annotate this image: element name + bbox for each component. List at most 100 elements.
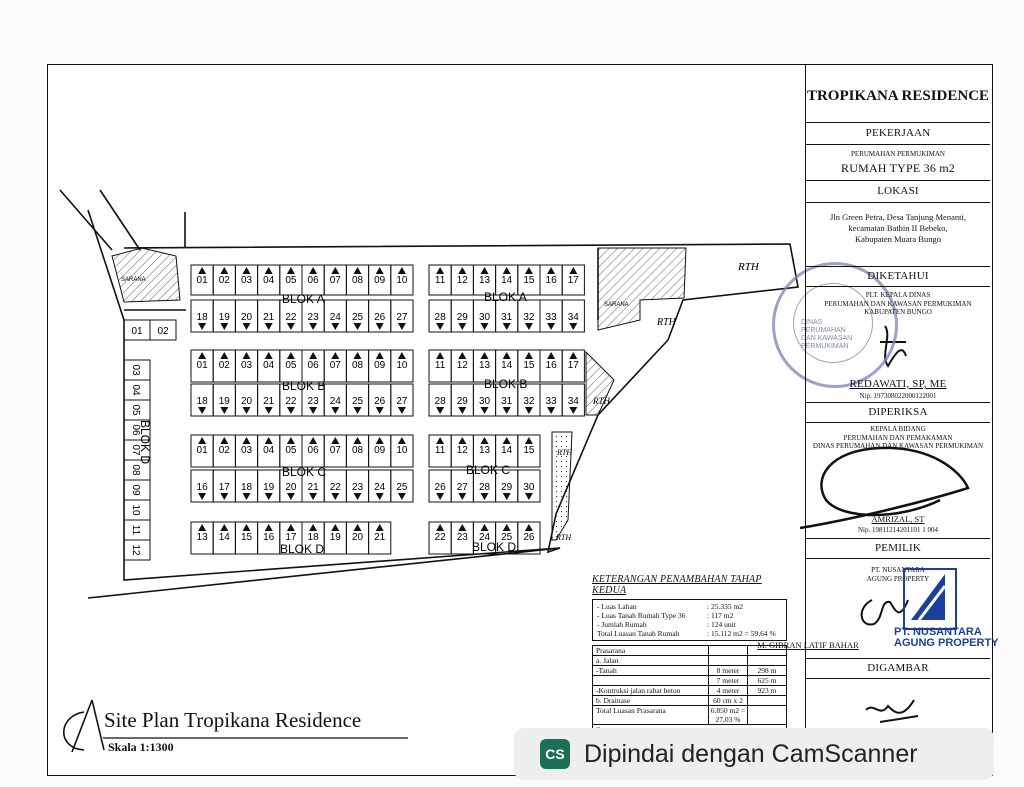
diketahui-nip: Nip. 197308022000122001: [859, 392, 937, 400]
lot-number: 30: [479, 312, 491, 323]
lot-number: 19: [219, 396, 231, 407]
summary-value: : 124 unit: [707, 620, 736, 629]
diketahui-org-2: PERUMAHAN DAN KAWASAN PERMUKIMAN: [824, 299, 972, 308]
lot-number: 29: [457, 312, 469, 323]
lot-entry-arrow: [375, 323, 384, 330]
divider: [806, 122, 990, 123]
lot-entry-arrow: [397, 323, 406, 330]
lot-entry-arrow: [220, 493, 229, 500]
lot-number: 16: [546, 360, 558, 371]
lot-entry-arrow: [220, 352, 229, 359]
lot-entry-arrow: [524, 352, 533, 359]
camscanner-text: Dipindai dengan CamScanner: [584, 739, 918, 768]
divider: [806, 422, 990, 423]
lot-number: 04: [263, 275, 275, 286]
lot-entry-arrow: [309, 352, 318, 359]
prasarana-cell-a: [593, 676, 708, 685]
lot-entry-arrow: [309, 267, 318, 274]
label-blok-c-right: BLOK C: [466, 463, 510, 477]
lot-entry-arrow: [198, 437, 207, 444]
label-rth-4: RTH: [556, 448, 573, 457]
sarana-area-right: [597, 247, 687, 331]
diperiksa-org-2: PERUMAHAN DAN PEMAKAMAN: [843, 433, 953, 442]
lot-number: 26: [523, 532, 535, 543]
lot-entry-arrow: [353, 267, 362, 274]
prasarana-cell-b: 7 meter: [708, 676, 747, 685]
lot-entry-arrow: [458, 437, 467, 444]
camscanner-watermark: CS Dipindai dengan CamScanner: [514, 728, 994, 780]
lot-number: 13: [479, 275, 491, 286]
pemilik-org-1: PT. NUSANTARA: [871, 566, 925, 574]
lot-entry-arrow: [353, 352, 362, 359]
lot-number: 02: [219, 445, 231, 456]
lot-entry-arrow: [502, 323, 511, 330]
label-blok-d-side: BLOK D: [138, 420, 152, 464]
lot-number: 07: [330, 445, 342, 456]
lot-number: 09: [374, 360, 386, 371]
lot-entry-arrow: [264, 493, 273, 500]
lot-number: 13: [197, 532, 209, 543]
lot-entry-arrow: [458, 267, 467, 274]
lot-entry-arrow: [220, 323, 229, 330]
lot-number: 01: [197, 275, 209, 286]
lot-entry-arrow: [309, 493, 318, 500]
lot-entry-arrow: [198, 352, 207, 359]
lot-34: [561, 383, 585, 417]
prasarana-cell-c: [747, 646, 786, 655]
prasarana-cell-a: -Tanah: [596, 666, 617, 675]
lot-number: 16: [197, 482, 209, 493]
lot-number: 08: [352, 275, 364, 286]
lot-entry-arrow: [436, 437, 445, 444]
lot-number: 02: [219, 360, 231, 371]
prasarana-cell-a: Prasarana: [596, 646, 626, 655]
prasarana-cell-b: 8 meter: [708, 666, 747, 675]
lot-number: 28: [479, 482, 491, 493]
lot-number: 10: [130, 504, 141, 516]
lot-entry-arrow: [220, 524, 229, 531]
label-blok-d-right: BLOK D: [472, 540, 516, 554]
lot-number: 15: [241, 532, 253, 543]
lot-number: 09: [130, 484, 141, 496]
lot-entry-arrow: [436, 267, 445, 274]
camscanner-logo-icon: CS: [540, 739, 570, 769]
lot-entry-arrow: [375, 524, 384, 531]
sarana-dots: [551, 431, 573, 541]
lot-entry-arrow: [198, 267, 207, 274]
lot-number: 01: [197, 360, 209, 371]
lot-entry-arrow: [331, 493, 340, 500]
lot-entry-arrow: [242, 267, 251, 274]
summary-label: - Luas Tanah Rumah Type 36: [597, 611, 686, 620]
lot-entry-arrow: [286, 407, 295, 414]
lot-entry-arrow: [331, 524, 340, 531]
lokasi-line-3: Kabupaten Muara Bungo: [855, 234, 941, 244]
lot-entry-arrow: [480, 524, 489, 531]
lot-entry-arrow: [569, 407, 578, 414]
lot-number: 21: [374, 532, 386, 543]
lot-number: 10: [396, 445, 408, 456]
lot-entry-arrow: [436, 323, 445, 330]
lot-entry-arrow: [264, 323, 273, 330]
pemilik-label: PEMILIK: [874, 542, 921, 554]
lot-number: 09: [374, 445, 386, 456]
lot-entry-arrow: [480, 493, 489, 500]
lot-entry-arrow: [458, 407, 467, 414]
divider: [806, 180, 990, 181]
lot-entry-arrow: [569, 267, 578, 274]
lot-entry-arrow: [220, 407, 229, 414]
lot-entry-arrow: [375, 267, 384, 274]
summary-row: - Luas Lahan: 25.335 m2: [597, 602, 782, 611]
lot-number: 34: [568, 396, 580, 407]
lot-entry-arrow: [524, 407, 533, 414]
lot-number: 21: [308, 482, 320, 493]
lot-number: 30: [523, 482, 535, 493]
lot-number: 13: [479, 445, 491, 456]
prasarana-cell-a: a. Jalan: [596, 656, 619, 665]
lot-entry-arrow: [502, 352, 511, 359]
lot-number: 28: [435, 396, 447, 407]
lot-entry-arrow: [353, 493, 362, 500]
lot-entry-arrow: [547, 323, 556, 330]
lot-number: 06: [308, 275, 320, 286]
lot-entry-arrow: [502, 267, 511, 274]
